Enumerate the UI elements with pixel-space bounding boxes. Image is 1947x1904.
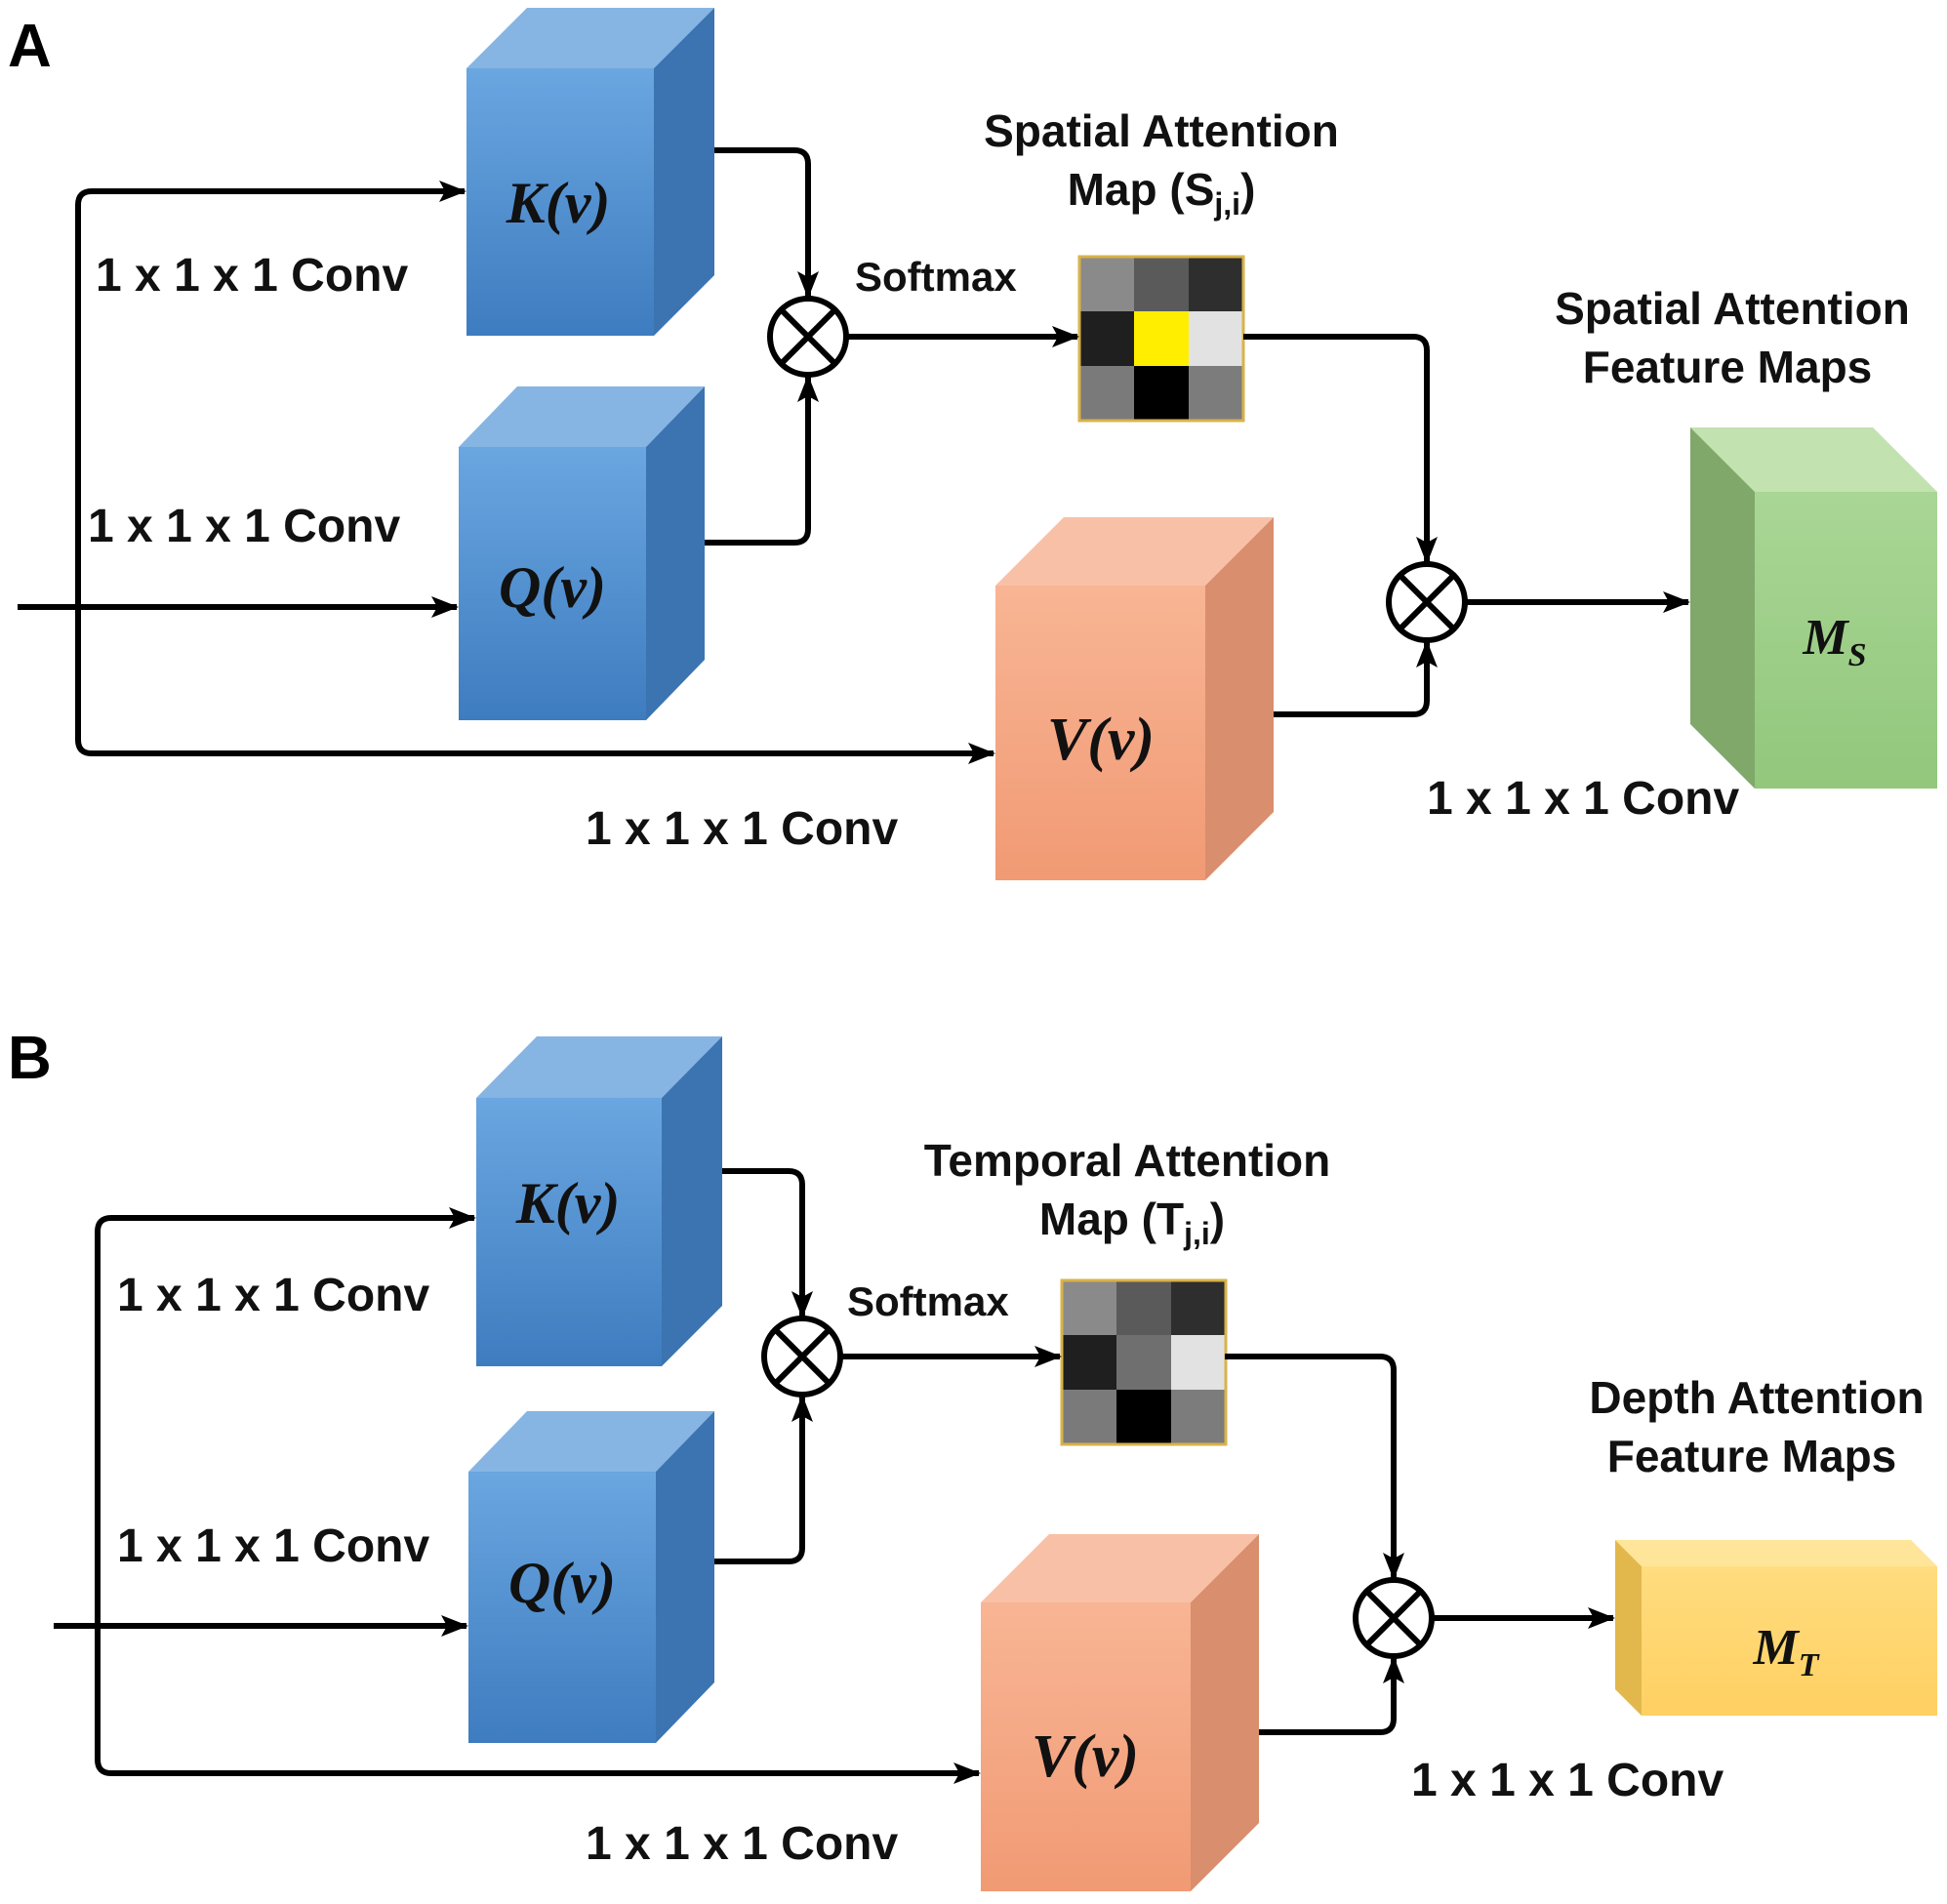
conv-label-q: 1 x 1 x 1 Conv bbox=[117, 1520, 429, 1572]
attention-cell bbox=[1062, 1390, 1116, 1444]
flow-arrows bbox=[54, 1168, 1615, 1784]
attention-cell bbox=[1079, 257, 1134, 311]
attention-map bbox=[1060, 1278, 1228, 1446]
output-title-line1: Depth Attention bbox=[1589, 1372, 1924, 1423]
panel-b: B K(v) Q(v) V(v) MT bbox=[8, 1025, 1937, 1891]
flow-arrows bbox=[18, 147, 1690, 764]
q-cube: Q(v) bbox=[468, 1411, 714, 1743]
q-label: Q(v) bbox=[499, 555, 606, 620]
attention-cell bbox=[1171, 1280, 1226, 1335]
attention-cell bbox=[1134, 311, 1189, 366]
k-cube: K(v) bbox=[476, 1036, 722, 1366]
output-cube: MS bbox=[1690, 427, 1937, 789]
conv-label-out: 1 x 1 x 1 Conv bbox=[1427, 773, 1739, 825]
map-title-line1: Temporal Attention bbox=[924, 1135, 1331, 1186]
conv-label-k: 1 x 1 x 1 Conv bbox=[117, 1270, 429, 1321]
output-cube: MT bbox=[1615, 1540, 1937, 1716]
map-title-line2: Map (Sj,i) bbox=[1068, 164, 1256, 222]
attention-cell bbox=[1189, 257, 1243, 311]
attention-cell bbox=[1189, 311, 1243, 366]
map-title-line1: Spatial Attention bbox=[984, 105, 1339, 156]
attention-cell bbox=[1116, 1390, 1171, 1444]
conv-label-k: 1 x 1 x 1 Conv bbox=[96, 250, 408, 302]
map-title-line2: Map (Tj,i) bbox=[1039, 1194, 1225, 1251]
attention-cell bbox=[1171, 1390, 1226, 1444]
conv-label-v: 1 x 1 x 1 Conv bbox=[586, 1818, 898, 1870]
k-label: K(v) bbox=[515, 1171, 621, 1236]
output-title-line2: Feature Maps bbox=[1583, 342, 1873, 392]
panel-letter: A bbox=[8, 13, 52, 80]
v-label: V(v) bbox=[1032, 1723, 1139, 1790]
v-cube: V(v) bbox=[995, 517, 1274, 880]
v-cube: V(v) bbox=[981, 1534, 1259, 1891]
attention-cell bbox=[1079, 366, 1134, 421]
attention-map-border bbox=[1060, 1278, 1228, 1446]
attention-cell bbox=[1116, 1280, 1171, 1335]
attention-cell bbox=[1134, 257, 1189, 311]
q-cube: Q(v) bbox=[459, 386, 705, 720]
multiply-node-2 bbox=[1386, 561, 1468, 643]
output-label: MS bbox=[1802, 610, 1866, 673]
attention-cell bbox=[1134, 366, 1189, 421]
output-label: MT bbox=[1752, 1620, 1819, 1683]
output-title-line1: Spatial Attention bbox=[1555, 283, 1910, 334]
multiply-node-1 bbox=[767, 296, 849, 378]
v-label: V(v) bbox=[1047, 707, 1155, 773]
attention-cell bbox=[1116, 1335, 1171, 1390]
k-cube: K(v) bbox=[466, 8, 714, 336]
attention-cell bbox=[1171, 1335, 1226, 1390]
q-label: Q(v) bbox=[508, 1551, 616, 1615]
panel-letter: B bbox=[8, 1025, 52, 1092]
attention-cell bbox=[1062, 1335, 1116, 1390]
multiply-node-1 bbox=[761, 1316, 843, 1398]
conv-label-q: 1 x 1 x 1 Conv bbox=[88, 501, 400, 552]
panel-a: A K(v) Q(v) V(v) MS bbox=[8, 8, 1937, 880]
conv-label-out: 1 x 1 x 1 Conv bbox=[1411, 1755, 1724, 1806]
attention-map bbox=[1077, 255, 1245, 423]
multiply-node-2 bbox=[1353, 1577, 1435, 1659]
k-label: K(v) bbox=[506, 171, 611, 235]
softmax-label: Softmax bbox=[847, 1278, 1009, 1324]
softmax-label: Softmax bbox=[855, 254, 1017, 300]
output-title-line2: Feature Maps bbox=[1607, 1431, 1897, 1481]
attention-cell bbox=[1079, 311, 1134, 366]
attention-cell bbox=[1189, 366, 1243, 421]
conv-label-v: 1 x 1 x 1 Conv bbox=[586, 803, 898, 855]
attention-cell bbox=[1062, 1280, 1116, 1335]
